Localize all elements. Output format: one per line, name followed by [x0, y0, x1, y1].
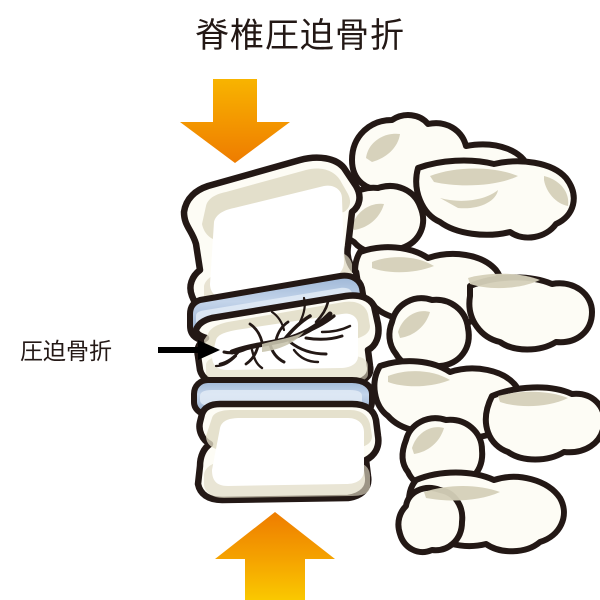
fractured-vertebral-body: [192, 292, 382, 388]
compression-fracture-label: 圧迫骨折: [20, 339, 112, 365]
top-force-arrow: [180, 79, 290, 163]
lower-vertebral-body: [194, 400, 382, 504]
posterior-elements-shading: [352, 133, 569, 501]
compression-fracture-arrow: [158, 340, 220, 360]
figure-title: 脊椎圧迫骨折: [195, 16, 405, 56]
bottom-force-arrow: [215, 512, 335, 600]
